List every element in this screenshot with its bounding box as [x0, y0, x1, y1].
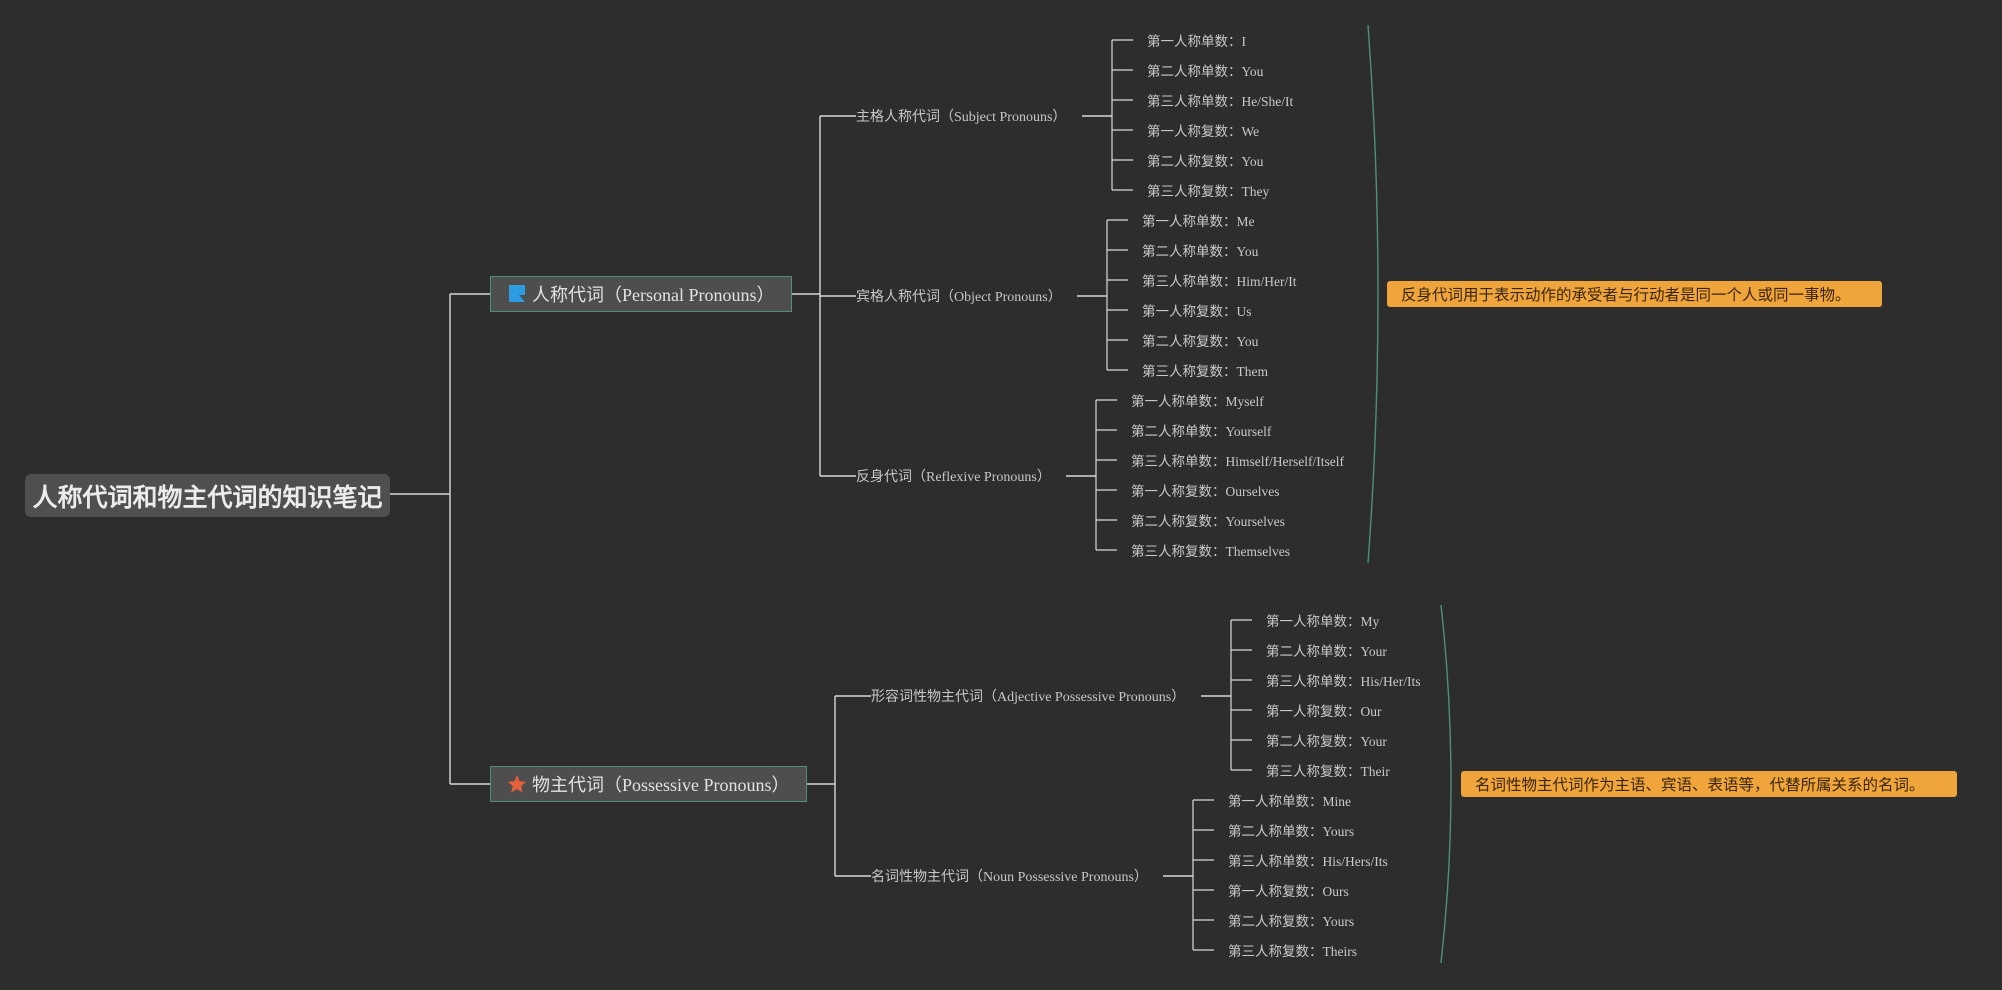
leaf-reflexive-1[interactable]: 第一人称单数：Myself — [1131, 394, 1264, 409]
leaf-reflexive-2[interactable]: 第二人称单数：Yourself — [1131, 424, 1272, 439]
leaf-subject-1[interactable]: 第一人称单数：I — [1147, 34, 1246, 49]
leaf-subject-3[interactable]: 第三人称单数：He/She/It — [1147, 94, 1294, 109]
leaf-adjective-1[interactable]: 第一人称单数：My — [1266, 614, 1380, 629]
leaf-adjective-2[interactable]: 第二人称单数：Your — [1266, 644, 1387, 659]
leaf-subject-4[interactable]: 第一人称复数：We — [1147, 124, 1260, 139]
leaf-reflexive-4[interactable]: 第一人称复数：Ourselves — [1131, 484, 1280, 499]
leaf-adjective-6[interactable]: 第三人称复数：Their — [1266, 764, 1390, 779]
root-topic[interactable]: 人称代词和物主代词的知识笔记 — [25, 474, 390, 517]
subtopic-object-pronouns[interactable]: 宾格人称代词（Object Pronouns） — [856, 290, 1062, 305]
summary-bracket-personal — [1367, 24, 1379, 564]
leaf-subject-6[interactable]: 第三人称复数：They — [1147, 184, 1270, 199]
leaf-object-6[interactable]: 第三人称复数：Them — [1142, 364, 1268, 379]
topic-personal-label: 人称代词（Personal Pronouns） — [532, 285, 775, 305]
callout-reflexive-note[interactable]: 反身代词用于表示动作的承受者与行动者是同一个人或同一事物。 — [1387, 281, 1882, 307]
leaf-adjective-3[interactable]: 第三人称单数：His/Her/Its — [1266, 674, 1421, 689]
leaf-object-2[interactable]: 第二人称单数：You — [1142, 244, 1259, 259]
star-icon — [507, 775, 527, 793]
leaf-object-4[interactable]: 第一人称复数：Us — [1142, 304, 1252, 319]
topic-personal-pronouns[interactable]: 人称代词（Personal Pronouns） — [490, 276, 792, 312]
leaf-reflexive-5[interactable]: 第二人称复数：Yourselves — [1131, 514, 1285, 529]
leaf-noun-1[interactable]: 第一人称单数：Mine — [1228, 794, 1351, 809]
leaf-reflexive-6[interactable]: 第三人称复数：Themselves — [1131, 544, 1290, 559]
subtopic-reflexive-pronouns[interactable]: 反身代词（Reflexive Pronouns） — [856, 470, 1051, 485]
leaf-noun-5[interactable]: 第二人称复数：Yours — [1228, 914, 1355, 929]
leaf-object-1[interactable]: 第一人称单数：Me — [1142, 214, 1255, 229]
leaf-subject-2[interactable]: 第二人称单数：You — [1147, 64, 1264, 79]
leaf-adjective-4[interactable]: 第一人称复数：Our — [1266, 704, 1382, 719]
flag-icon — [509, 285, 525, 302]
leaf-subject-5[interactable]: 第二人称复数：You — [1147, 154, 1264, 169]
callout-noun-possessive-note[interactable]: 名词性物主代词作为主语、宾语、表语等，代替所属关系的名词。 — [1461, 771, 1957, 797]
leaf-reflexive-3[interactable]: 第三人称单数：Himself/Herself/Itself — [1131, 454, 1344, 469]
topic-possessive-label: 物主代词（Possessive Pronouns） — [532, 775, 790, 795]
leaf-object-5[interactable]: 第二人称复数：You — [1142, 334, 1259, 349]
leaf-noun-3[interactable]: 第三人称单数：His/Hers/Its — [1228, 854, 1388, 869]
leaf-object-3[interactable]: 第三人称单数：Him/Her/It — [1142, 274, 1297, 289]
subtopic-subject-pronouns[interactable]: 主格人称代词（Subject Pronouns） — [856, 110, 1067, 125]
subtopic-adjective-possessive[interactable]: 形容词性物主代词（Adjective Possessive Pronouns） — [871, 690, 1186, 705]
leaf-noun-2[interactable]: 第二人称单数：Yours — [1228, 824, 1355, 839]
leaf-noun-6[interactable]: 第三人称复数：Theirs — [1228, 944, 1357, 959]
topic-possessive-pronouns[interactable]: 物主代词（Possessive Pronouns） — [490, 766, 807, 802]
summary-bracket-possessive — [1440, 604, 1452, 964]
leaf-noun-4[interactable]: 第一人称复数：Ours — [1228, 884, 1349, 899]
leaf-adjective-5[interactable]: 第二人称复数：Your — [1266, 734, 1387, 749]
subtopic-noun-possessive[interactable]: 名词性物主代词（Noun Possessive Pronouns） — [871, 870, 1148, 885]
